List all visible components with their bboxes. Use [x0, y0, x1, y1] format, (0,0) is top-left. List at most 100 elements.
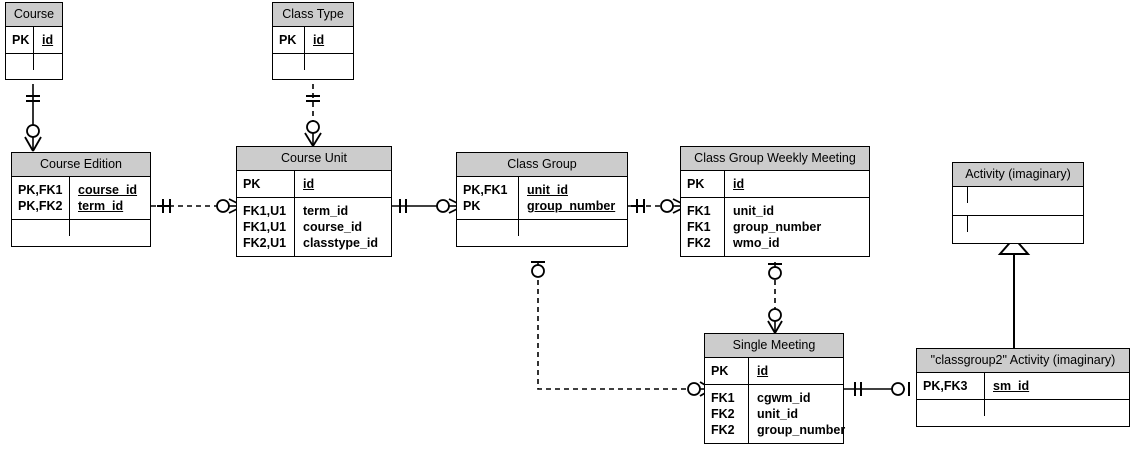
key-label: FK1: [711, 391, 735, 405]
relationship-weekly-meeting-to-single-meeting: [767, 262, 783, 334]
entity-classgroup2-activity-imaginary[interactable]: "classgroup2" Activity (imaginary)PK,FK3…: [916, 348, 1130, 427]
key-label: PK: [12, 33, 30, 47]
key-label: FK1,U1: [243, 204, 287, 218]
key-column: [273, 54, 305, 70]
key-column: [917, 400, 985, 416]
entity-title-course: Course: [6, 3, 62, 27]
entity-section-classgroup2-activity-imaginary-0: PK,FK3 sm_id: [917, 373, 1129, 399]
attribute-label: cgwm_id: [757, 391, 811, 405]
key-label: [959, 187, 961, 203]
key-label: [12, 54, 27, 70]
attribute-column: [34, 54, 62, 70]
key-column: PK: [237, 171, 295, 197]
attribute-label: unit_id: [733, 204, 774, 218]
key-column: PK: [681, 171, 725, 197]
key-label: FK1,U1: [243, 220, 287, 234]
key-label: FK1: [687, 220, 711, 234]
entity-title-class-group: Class Group: [457, 153, 627, 177]
relationship-single-meeting-to-classgroup2: [844, 382, 910, 396]
attribute-label: term_id: [78, 199, 124, 213]
key-column: PK: [705, 358, 749, 384]
entity-activity-imaginary[interactable]: Activity (imaginary): [952, 162, 1084, 244]
attribute-column: [70, 220, 150, 236]
relationship-class-group-to-single-meeting: [531, 261, 713, 397]
attribute-column: id: [34, 27, 62, 53]
attribute-column: id: [305, 27, 353, 53]
entity-section-activity-imaginary-0: [953, 187, 1083, 215]
key-label: [279, 54, 298, 70]
key-column: [457, 220, 519, 236]
key-label: [18, 220, 63, 236]
entity-section-single-meeting-0: PK id: [705, 358, 843, 384]
attribute-label: group_number: [527, 199, 616, 213]
entity-title-class-group-weekly-meeting: Class Group Weekly Meeting: [681, 147, 869, 171]
attribute-label: id: [313, 33, 325, 47]
attribute-column: sm_id: [985, 373, 1129, 399]
key-label: FK2: [687, 236, 711, 250]
key-column: PK,FK3: [917, 373, 985, 399]
key-label: FK2: [711, 407, 735, 421]
attribute-label: id: [733, 177, 745, 191]
attribute-label: id: [303, 177, 315, 191]
key-label: PK: [279, 33, 297, 47]
attribute-column: [968, 187, 1083, 203]
key-label: FK2: [711, 423, 735, 437]
key-label: PK: [711, 364, 729, 378]
attribute-column: [519, 220, 627, 236]
entity-title-classgroup2-activity-imaginary: "classgroup2" Activity (imaginary): [917, 349, 1129, 373]
attribute-column: [985, 400, 1129, 416]
key-label: PK,FK2: [18, 199, 63, 213]
attribute-label: [993, 400, 1123, 416]
attribute-label: course_id: [303, 220, 363, 234]
key-column: [953, 216, 968, 232]
attribute-label: wmo_id: [733, 236, 780, 250]
key-column: [953, 187, 968, 203]
attribute-column: id: [295, 171, 391, 197]
entity-section-activity-imaginary-1: [953, 215, 1083, 243]
attribute-column: [968, 216, 1083, 232]
key-column: [6, 54, 34, 70]
attribute-label: [42, 54, 56, 70]
key-label: FK1: [687, 204, 711, 218]
attribute-column: unit_id group_number wmo_id: [725, 198, 869, 256]
attribute-label: [78, 220, 144, 236]
attribute-column: id: [749, 358, 843, 384]
key-column: PK: [6, 27, 34, 53]
key-label: [923, 400, 978, 416]
entity-section-course-0: PK id: [6, 27, 62, 53]
entity-title-class-type: Class Type: [273, 3, 353, 27]
entity-title-course-edition: Course Edition: [12, 153, 150, 177]
attribute-label: sm_id: [993, 379, 1030, 393]
key-label: PK,FK1: [463, 183, 508, 197]
attribute-column: id: [725, 171, 869, 197]
attribute-label: [527, 220, 621, 236]
relationship-course-to-course-edition: [24, 84, 42, 152]
entity-title-activity-imaginary: Activity (imaginary): [953, 163, 1083, 187]
key-label: [959, 216, 961, 232]
entity-section-course-edition-1: [12, 219, 150, 246]
attribute-label: id: [42, 33, 54, 47]
key-column: [12, 220, 70, 236]
entity-title-single-meeting: Single Meeting: [705, 334, 843, 358]
relationship-course-unit-to-class-group: [392, 198, 464, 214]
key-label: FK2,U1: [243, 236, 287, 250]
attribute-label: group_number: [733, 220, 822, 234]
entity-section-class-group-1: [457, 219, 627, 246]
